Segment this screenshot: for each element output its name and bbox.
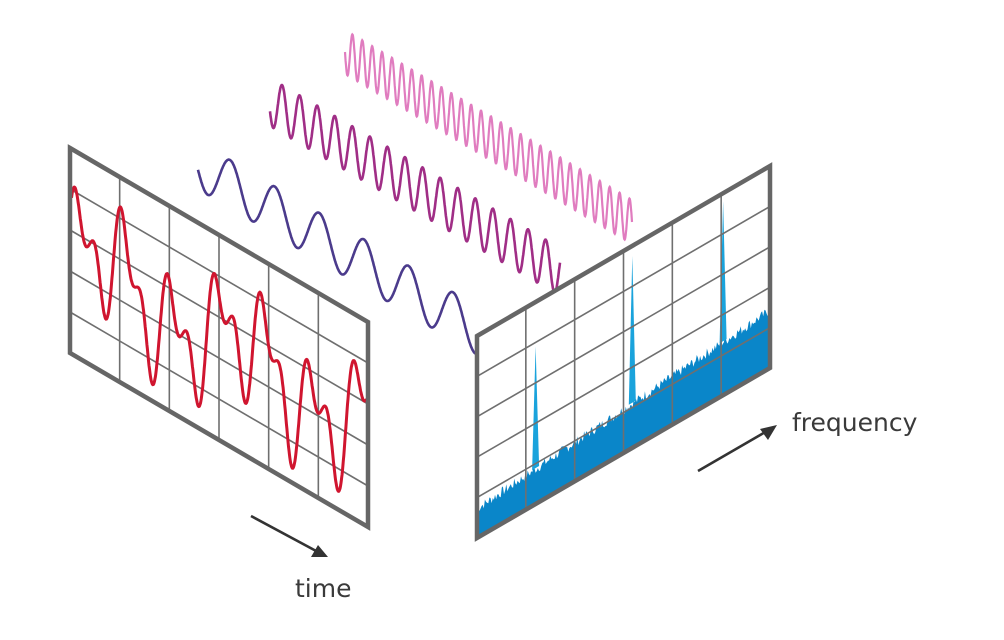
frequency-axis-label: frequency (792, 408, 918, 437)
arrow-right-down-icon (250, 514, 328, 557)
grid-line (69, 229, 369, 405)
low-frequency-wave (196, 158, 490, 356)
time-panel-border (67, 144, 371, 531)
time-axis-label: time (295, 574, 351, 603)
time-signal-wave (70, 185, 368, 493)
spectrum-peak (532, 346, 540, 471)
high-frequency-wave (343, 32, 634, 242)
grid-line (69, 188, 369, 364)
grid-line (476, 205, 771, 378)
grid-line (476, 326, 771, 499)
mid-frequency-wave (268, 83, 562, 295)
arrow-right-up-icon (697, 425, 777, 473)
frequency-panel-grid (476, 194, 771, 510)
frequency-domain-panel (474, 162, 773, 542)
grid-line (476, 246, 771, 418)
frequency-panel-border (474, 162, 773, 542)
time-panel-grid (69, 177, 369, 498)
grid-line (69, 270, 369, 446)
component-waves (196, 32, 634, 356)
grid-line (476, 286, 771, 458)
time-domain-panel (67, 144, 371, 531)
grid-line (69, 311, 369, 487)
